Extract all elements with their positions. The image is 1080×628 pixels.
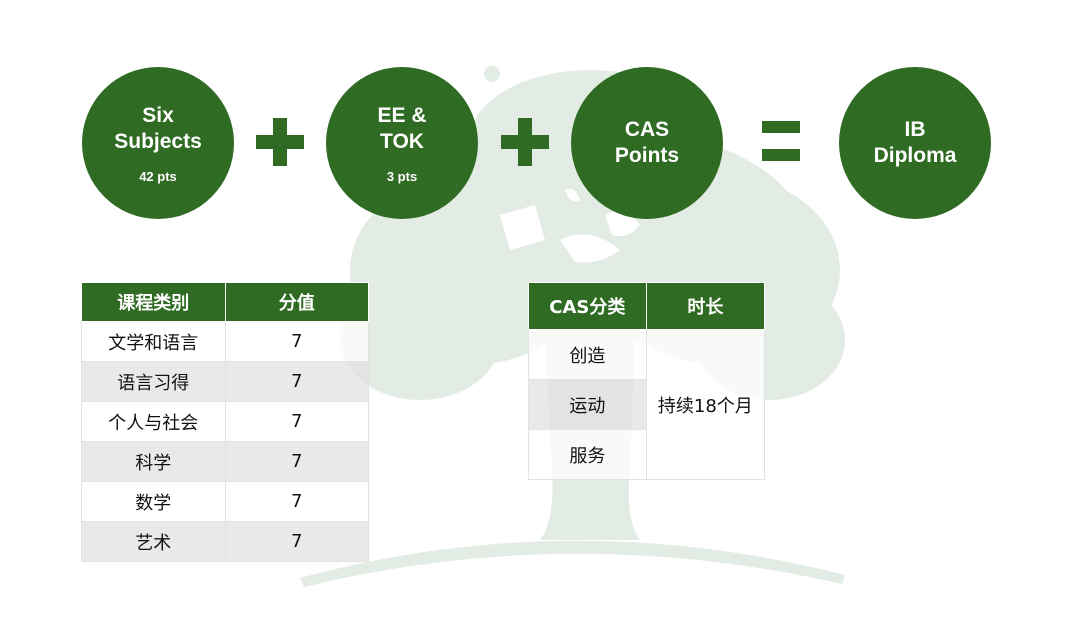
plus-icon — [256, 118, 304, 166]
circle-title-line: Subjects — [114, 129, 202, 153]
subject-name: 科学 — [81, 441, 226, 482]
cas-category: 服务 — [528, 429, 647, 480]
equals-icon — [762, 121, 800, 163]
table-row: 运动 — [528, 379, 765, 430]
table-row: 服务 — [528, 429, 765, 480]
subject-points: 7 — [224, 361, 369, 402]
circle-title-line: TOK — [380, 129, 424, 153]
table-header-row: CAS分类 时长 — [528, 282, 766, 330]
header-category: 课程类别 — [81, 282, 226, 322]
circle-title-line: Diploma — [873, 144, 957, 167]
cas-category: 运动 — [528, 379, 647, 430]
subjects-table: 课程类别 分值 文学和语言 7 语言习得 7 个人与社会 7 科学 7 数学 7… — [81, 282, 369, 562]
table-row: 艺术 7 — [81, 521, 369, 562]
subject-points: 7 — [224, 521, 369, 562]
cas-table: CAS分类 时长 创造 持续18个月 运动 服务 — [528, 282, 766, 480]
table-row: 个人与社会 7 — [81, 401, 369, 442]
table-row: 文学和语言 7 — [81, 321, 369, 362]
header-duration: 时长 — [645, 282, 766, 330]
subject-points: 7 — [224, 401, 369, 442]
subject-name: 文学和语言 — [81, 321, 226, 362]
table-row: 科学 7 — [81, 441, 369, 482]
table-row: 数学 7 — [81, 481, 369, 522]
table-row: 语言习得 7 — [81, 361, 369, 402]
cas-points-circle: CAS Points — [571, 67, 723, 219]
subject-name: 个人与社会 — [81, 401, 226, 442]
plus-icon — [501, 118, 549, 166]
circle-title-line: Points — [614, 144, 680, 167]
header-cas-category: CAS分类 — [528, 282, 647, 330]
table-header-row: 课程类别 分值 — [81, 282, 369, 322]
subject-name: 数学 — [81, 481, 226, 522]
header-points: 分值 — [224, 282, 369, 322]
circle-title-line: CAS — [624, 118, 670, 141]
circle-points: 3 pts — [386, 168, 418, 184]
subject-name: 语言习得 — [81, 361, 226, 402]
cas-duration: 持续18个月 — [645, 329, 766, 480]
ib-diploma-circle: IB Diploma — [839, 67, 991, 219]
subject-points: 7 — [224, 441, 369, 482]
circle-title-line: IB — [904, 118, 926, 141]
subject-name: 艺术 — [81, 521, 226, 562]
circle-title-line: Six — [142, 103, 174, 127]
circle-points: 42 pts — [139, 168, 177, 184]
cas-category: 创造 — [528, 329, 647, 380]
subject-points: 7 — [224, 321, 369, 362]
table-row: 创造 持续18个月 — [528, 329, 766, 480]
circle-title-line: EE & — [377, 103, 427, 127]
six-subjects-circle: Six Subjects 42 pts — [82, 67, 234, 219]
subject-points: 7 — [224, 481, 369, 522]
ee-tok-circle: EE & TOK 3 pts — [326, 67, 478, 219]
